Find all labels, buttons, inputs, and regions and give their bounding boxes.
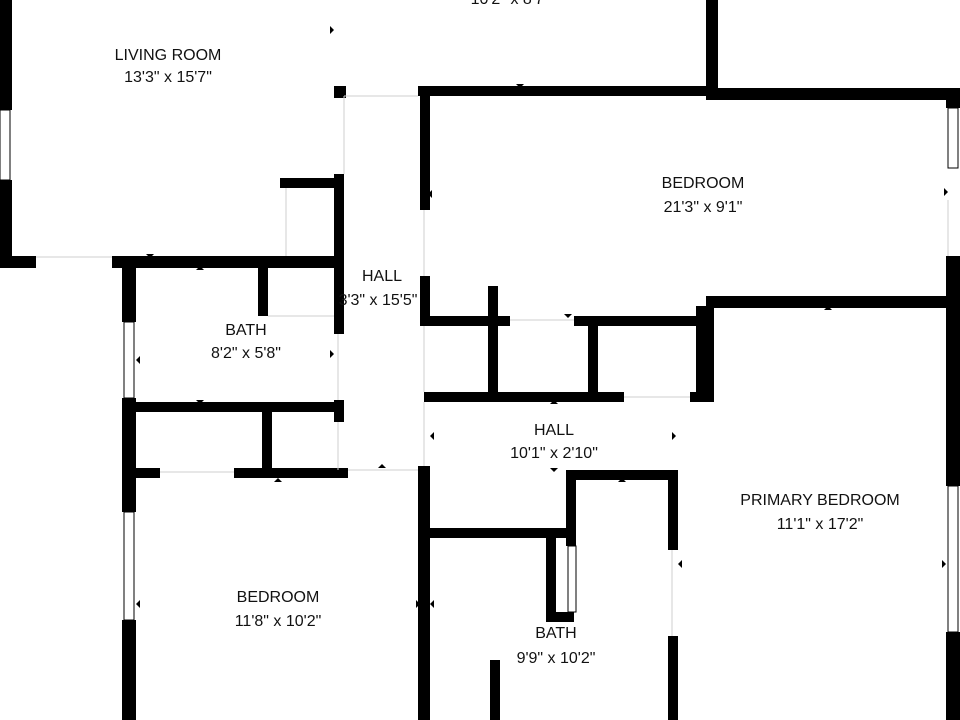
wall [426,316,510,326]
wall [424,392,624,402]
wall [546,612,574,622]
wall [122,476,136,512]
wall [262,408,272,478]
wall [0,0,12,110]
primary-bedroom-dim: 11'1" x 17'2" [777,516,864,533]
wall [122,468,160,478]
wall [588,320,598,394]
wall [706,296,960,308]
wall [946,632,960,720]
window [123,511,135,621]
window [947,107,959,169]
wall [334,86,346,98]
wall [280,178,342,188]
wall [566,470,576,546]
bath-lower-name: BATH [535,625,576,642]
wall [280,178,290,186]
wall [418,86,718,96]
wall [122,620,136,720]
bedroom-lower-dim: 11'8" x 10'2" [235,613,322,630]
wall [112,256,340,268]
wall [488,286,498,394]
wall [566,470,678,480]
wall [706,0,718,98]
window [947,485,959,633]
hall-horizontal-name: HALL [534,422,574,439]
wall [234,468,348,478]
wall [130,402,344,412]
bedroom-upper-name: BEDROOM [662,175,745,192]
wall [946,256,960,486]
wall [706,88,960,100]
wall [546,536,556,620]
wall [420,276,430,326]
bath-left-name: BATH [225,322,266,339]
wall [946,92,960,108]
wall [420,86,430,210]
wall [690,392,710,402]
primary-bedroom-name: PRIMARY BEDROOM [740,492,899,509]
bath-left-dim: 8'2" x 5'8" [211,345,281,362]
wall [668,470,678,550]
window [123,321,135,399]
wall [0,180,12,268]
wall [696,306,714,402]
wall [490,660,500,720]
bath-lower-dim: 9'9" x 10'2" [517,650,596,667]
wall [334,174,344,334]
window [0,109,11,181]
wall [258,260,268,316]
window [567,545,577,613]
living-room-name: LIVING ROOM [115,47,222,64]
wall [424,528,576,538]
wall [0,256,36,268]
hall-vertical-dim: 3'3" x 15'5" [339,292,418,309]
wall [418,466,430,720]
bedroom-lower-name: BEDROOM [237,589,320,606]
wall [574,316,706,326]
living-room-dim: 13'3" x 15'7" [124,69,212,86]
dimension-markers [136,26,948,608]
door-gaps [36,95,949,636]
room-labels: 10'2" x 8'7" LIVING ROOM 13'3" x 15'7" B… [115,0,900,667]
wall [122,260,136,322]
wall [668,636,678,720]
top-room-dim: 10'2" x 8'7" [471,0,550,8]
bedroom-upper-dim: 21'3" x 9'1" [664,199,743,216]
windows [0,107,959,633]
hall-vertical-name: HALL [362,268,402,285]
hall-horizontal-dim: 10'1" x 2'10" [510,445,598,462]
wall [122,398,136,478]
